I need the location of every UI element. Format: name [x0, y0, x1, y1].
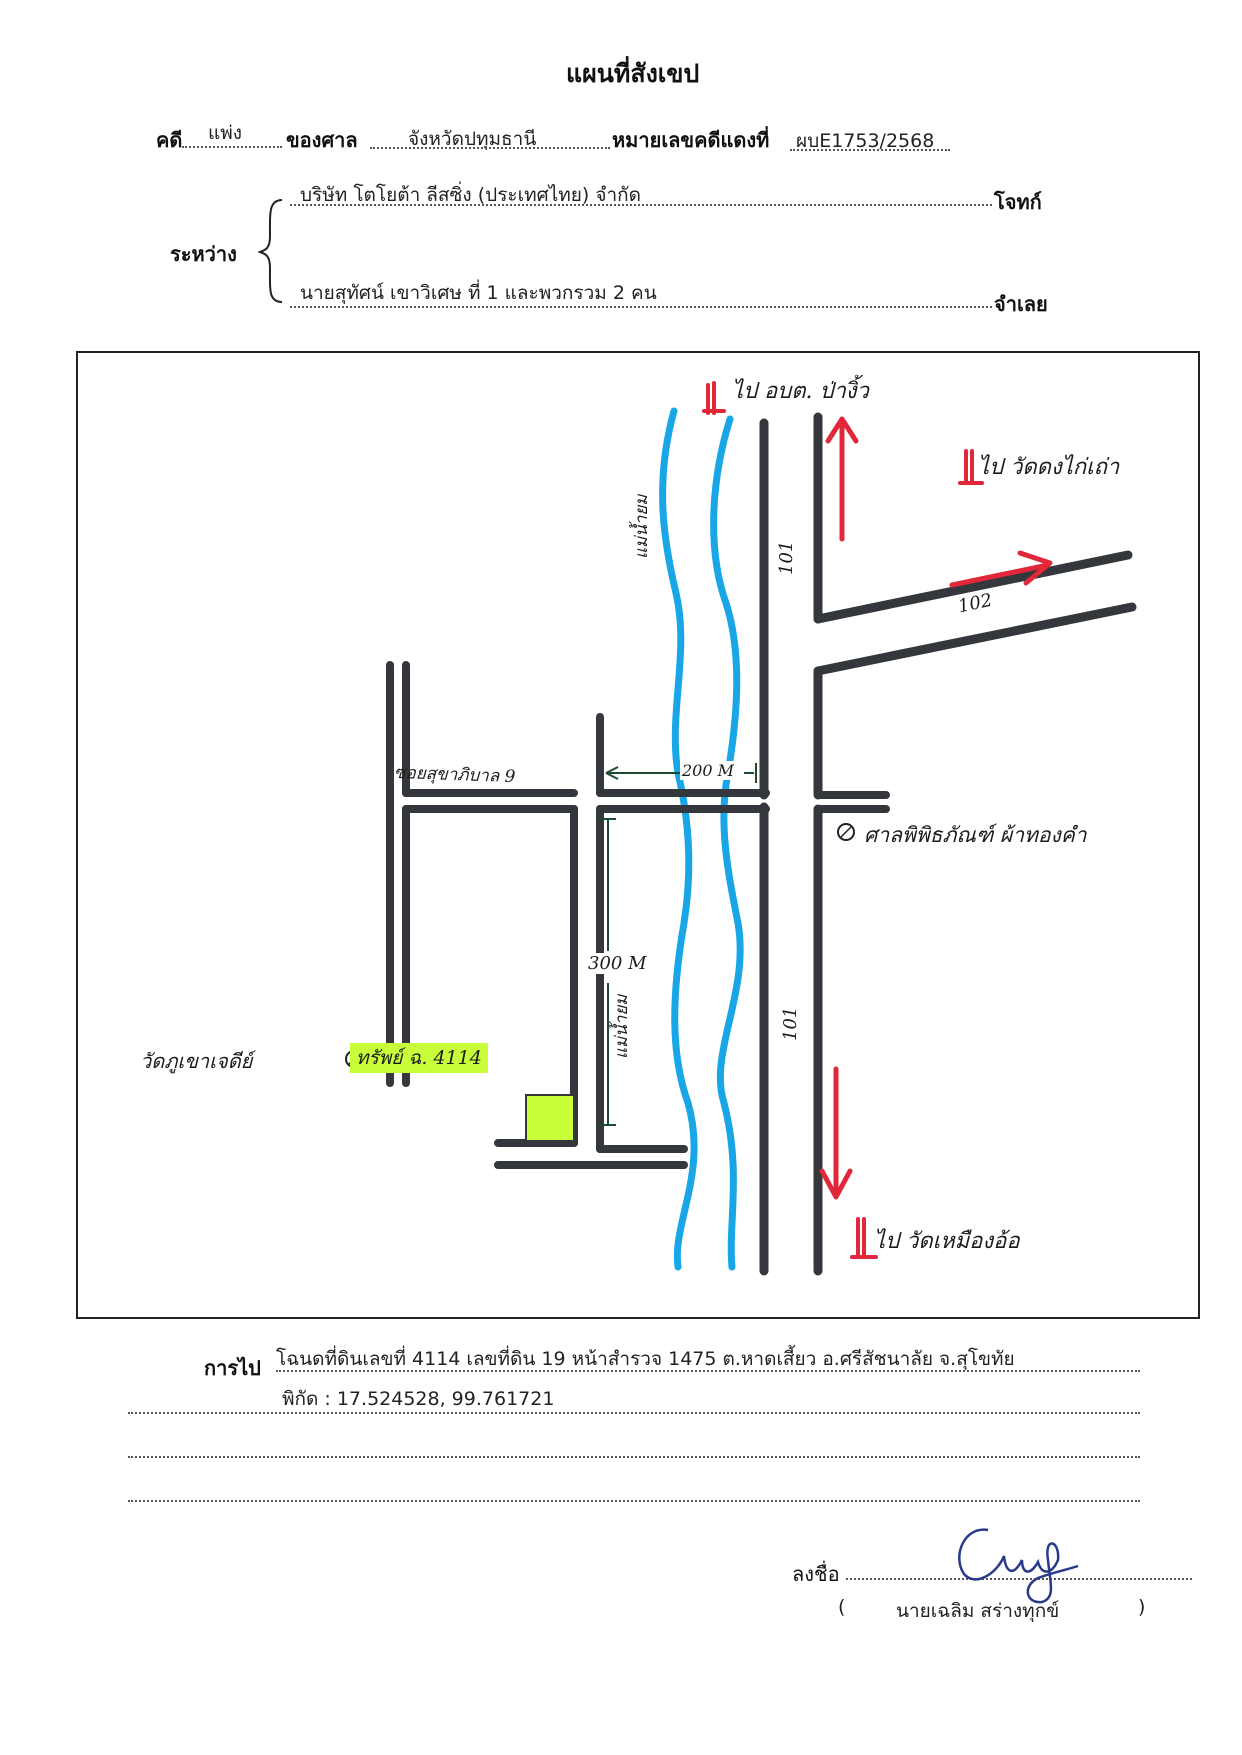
- label-temple-west: วัดภูเขาเจดีย์: [140, 1049, 253, 1073]
- red-case-dotted-line: [790, 149, 950, 151]
- label-to-temple-south: ไป วัดเหมืองอ้อ: [874, 1229, 1020, 1254]
- directions-line-2: พิกัด : 17.524528, 99.761721: [282, 1388, 555, 1410]
- plaintiff-dotted-line: [290, 204, 992, 206]
- marker-temple-south: [850, 1217, 878, 1259]
- label-river-lower: แม่น้ำยม: [612, 994, 632, 1060]
- plaintiff-name: บริษัท โตโยต้า ลีสซิ่ง (ประเทศไทย) จำกัด: [300, 184, 642, 206]
- page-title: แผนที่สังเขป: [566, 59, 700, 88]
- directions-dotted-line-4: [128, 1500, 1140, 1502]
- curly-brace: [258, 199, 283, 303]
- plaintiff-role: โจทก์: [994, 190, 1042, 214]
- case-label: คดี: [156, 128, 183, 152]
- handwritten-signature: [958, 1528, 1079, 1604]
- directions-dotted-line-1: [276, 1370, 1140, 1372]
- court-name-value: จังหวัดปทุมธานี: [408, 128, 537, 150]
- map-frame: ไป อบต. ป่างิ้ว ไป วัดดงไก่เถ่า ไป วัดเห…: [76, 351, 1200, 1319]
- river-west-bank: [659, 407, 698, 1271]
- label-road-101-upper: 101: [776, 540, 797, 575]
- property-parcel: [525, 1094, 575, 1142]
- signature-label: ลงชื่อ: [792, 1562, 840, 1586]
- label-distance-horizontal: 200 M: [680, 761, 737, 780]
- arrow-northeast-head: [1017, 550, 1053, 586]
- label-road-101-lower: 101: [780, 1006, 801, 1041]
- label-to-temple-northeast: ไป วัดดงไก่เถ่า: [978, 455, 1120, 480]
- map-drawing: [345, 381, 1137, 1276]
- court-label: ของศาล: [286, 128, 358, 152]
- label-river-upper: แม่น้ำยม: [632, 494, 652, 560]
- directions-dotted-line-3: [128, 1456, 1140, 1458]
- marker-temple-northeast: [958, 449, 984, 485]
- red-case-label: หมายเลขคดีแดงที่: [612, 128, 770, 152]
- signer-name: นายเฉลิม สร่างทุกข์: [896, 1600, 1060, 1622]
- case-type-dotted-line: [182, 146, 282, 148]
- case-type-value: แพ่ง: [208, 122, 243, 144]
- defendant-role: จำเลย: [994, 292, 1048, 316]
- label-distance-vertical: 300 M: [588, 953, 647, 974]
- river-east-bank: [710, 415, 744, 1271]
- defendant-name: นายสุทัศน์ เขาวิเศษ ที่ 1 และพวกรวม 2 คน: [300, 282, 657, 304]
- directions-dotted-line-2: [128, 1412, 1140, 1414]
- road-102-lower-edge: [813, 602, 1137, 676]
- marker-district-office: [702, 381, 726, 415]
- signature-dotted-line: [846, 1578, 1192, 1580]
- court-dotted-line: [370, 147, 610, 149]
- signer-open-paren: (: [838, 1596, 846, 1618]
- label-museum: ศาลพิพิธภัณฑ์ ผ้าทองคำ: [864, 823, 1087, 847]
- defendant-dotted-line: [290, 306, 992, 308]
- road-102-upper-edge: [813, 550, 1133, 624]
- museum-landmark-slash: [840, 826, 852, 838]
- distance-horizontal-arrow-left: [605, 766, 619, 780]
- label-to-district-office: ไป อบต. ป่างิ้ว: [732, 379, 869, 404]
- arrow-south-head: [819, 1168, 853, 1200]
- directions-label: การไป: [204, 1356, 261, 1380]
- property-lane-bottom-upper: [494, 1139, 688, 1153]
- between-label: ระหว่าง: [170, 242, 237, 266]
- directions-line-1: โฉนดที่ดินเลขที่ 4114 เลขที่ดิน 19 หน้าส…: [276, 1348, 1015, 1370]
- arrow-northeast: [949, 562, 1051, 588]
- label-property: ทรัพย์ ฉ. 4114: [350, 1043, 488, 1073]
- museum-landmark-symbol: [837, 823, 855, 841]
- signer-close-paren: ): [1138, 1596, 1146, 1618]
- label-soi-road: ซอยสุขาภิบาล 9: [393, 762, 516, 788]
- arrow-north-head: [825, 416, 859, 444]
- red-case-number-value: ผบE1753/2568: [796, 130, 935, 152]
- distance-vertical-ends: [600, 818, 616, 1126]
